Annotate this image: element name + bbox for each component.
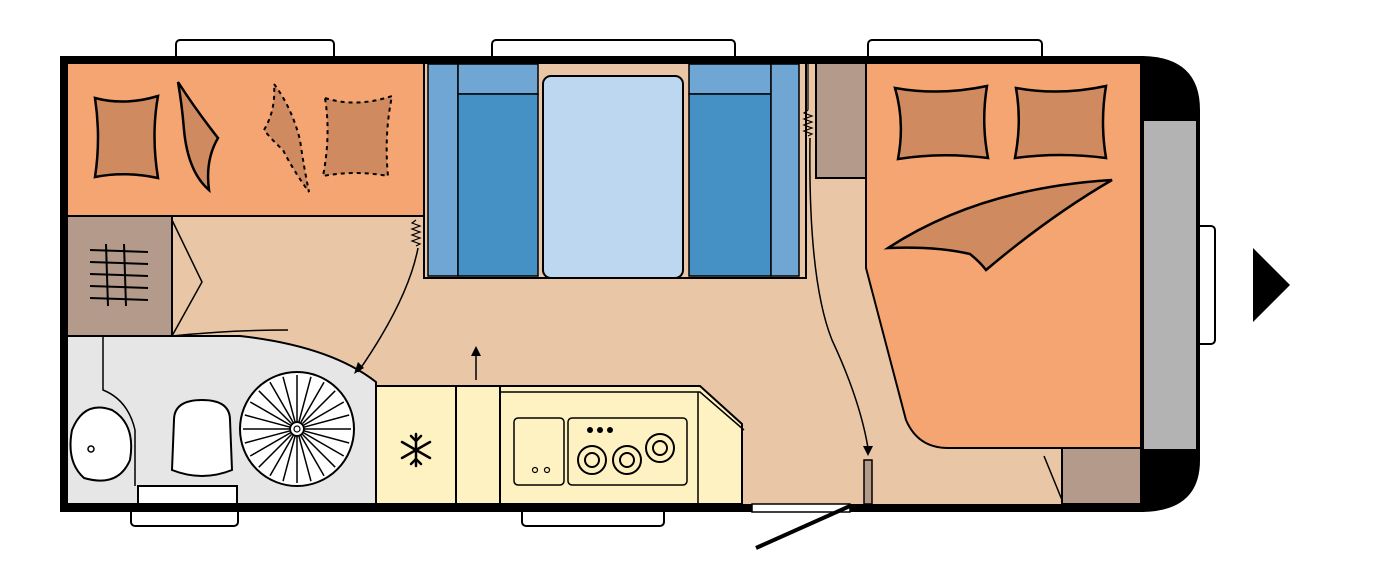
door-post xyxy=(863,459,873,505)
bench-right-back xyxy=(770,63,800,277)
washbasin-drain xyxy=(87,445,95,453)
shower-spoke xyxy=(298,376,312,422)
cabinet-bottom-right xyxy=(1061,447,1143,505)
shower-spoke xyxy=(244,430,290,444)
entrance-door xyxy=(751,459,873,550)
bench-left-back xyxy=(427,63,459,277)
shower-spoke xyxy=(300,381,325,423)
wardrobe xyxy=(65,215,203,337)
shower-icon xyxy=(239,371,355,487)
shower-spoke xyxy=(300,435,325,477)
heater-duct-right xyxy=(809,137,869,449)
shower-spoke xyxy=(269,381,294,423)
toilet-cistern xyxy=(137,485,238,505)
shower-spoke xyxy=(303,401,345,426)
front-arrow xyxy=(1253,248,1290,322)
snowflake-icon xyxy=(400,432,432,468)
arrowheads xyxy=(354,346,873,456)
shower-spoke xyxy=(304,430,350,444)
toilet-icon xyxy=(170,398,234,477)
shower-spoke xyxy=(302,390,336,424)
blanket-folded xyxy=(176,81,220,194)
shower-spoke xyxy=(258,390,292,424)
pillow-left xyxy=(893,84,990,161)
dinette xyxy=(423,61,807,279)
shower-spoke xyxy=(303,432,345,457)
bathroom xyxy=(65,329,377,505)
cabinet-top-right xyxy=(815,61,867,179)
walls xyxy=(60,56,1142,512)
shower-spoke xyxy=(304,414,350,428)
bench-left-seat xyxy=(457,93,539,277)
hanger-rail-icon xyxy=(89,243,149,307)
shower-spoke xyxy=(298,436,312,482)
shower-spoke xyxy=(282,436,296,482)
bench-right-top xyxy=(688,63,772,95)
kitchen xyxy=(375,385,745,505)
table xyxy=(542,75,684,279)
front-double-bed xyxy=(865,61,1143,449)
rear-bed-area xyxy=(65,61,425,217)
shower-spoke xyxy=(244,414,290,428)
duvet-folded xyxy=(883,178,1113,272)
annotation-lines xyxy=(357,137,869,449)
shower-spoke xyxy=(258,434,292,468)
washbasin-icon xyxy=(69,406,133,482)
bathroom-partition xyxy=(102,336,136,486)
front-panel xyxy=(1142,119,1198,451)
bench-right-seat xyxy=(688,93,772,277)
pillow-dashed-small xyxy=(262,80,310,193)
shower-spoke xyxy=(282,376,296,422)
pillow-dashed-large xyxy=(321,94,394,178)
heater-duct-left xyxy=(357,247,419,373)
shower-spoke xyxy=(302,434,336,468)
shower-spoke xyxy=(249,432,291,457)
bench-left-top xyxy=(457,63,539,95)
pillow-solid xyxy=(93,94,160,180)
shower-spoke xyxy=(269,435,294,477)
shower-spoke xyxy=(249,401,291,426)
front-wall xyxy=(1140,56,1200,512)
heater-icon xyxy=(410,62,814,247)
pillow-right xyxy=(1013,84,1108,160)
sink-icon xyxy=(513,417,565,486)
